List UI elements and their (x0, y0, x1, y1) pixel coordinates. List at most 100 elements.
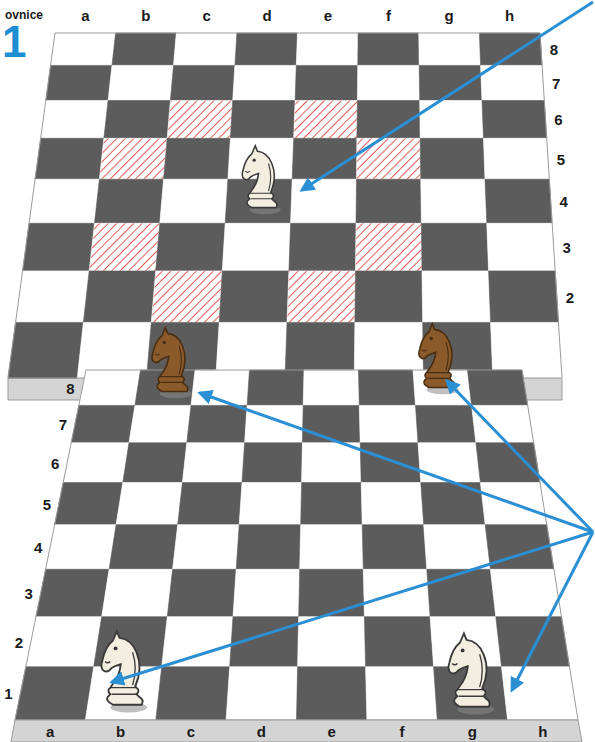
board-square (83, 271, 155, 323)
file-letter: c (187, 724, 195, 739)
board-square (164, 138, 231, 179)
board-square (366, 667, 438, 720)
board-square (487, 223, 555, 271)
rank-number: 1 (4, 686, 12, 701)
board-square (116, 483, 182, 525)
board-square (233, 569, 300, 616)
callout-arrow (112, 532, 593, 682)
rank-number: 6 (554, 112, 562, 127)
board-square (416, 405, 476, 442)
board-square (482, 101, 547, 139)
board-square (226, 667, 298, 720)
board-square (302, 405, 360, 442)
board-square (239, 483, 301, 525)
board-square (46, 65, 112, 100)
board-square (156, 223, 226, 271)
board-square (36, 569, 109, 616)
board-square (89, 223, 160, 271)
board-square (129, 405, 191, 442)
board-square (419, 33, 481, 65)
knight-piece (242, 146, 280, 214)
board-square (99, 138, 167, 179)
board-square (476, 443, 540, 483)
board-square (235, 33, 298, 65)
board-square (421, 223, 488, 271)
callout-arrow (447, 381, 593, 532)
callout-arrow (200, 393, 593, 532)
board-square (182, 443, 244, 483)
board-square (167, 101, 233, 139)
board-square (230, 101, 295, 139)
rank-number: 5 (557, 151, 565, 166)
rank-number: 5 (43, 496, 51, 511)
board-square (481, 65, 545, 100)
file-letter: a (81, 8, 89, 23)
board-square (162, 617, 233, 667)
board-square (219, 271, 289, 323)
board-square (108, 65, 173, 100)
board-square (29, 179, 99, 223)
file-letter: f (400, 724, 405, 739)
board-square (489, 271, 559, 323)
board-square (167, 569, 236, 616)
figure-number: 1 (2, 20, 26, 64)
board-square (178, 483, 242, 525)
board-square (298, 617, 366, 667)
knight-piece (448, 633, 494, 714)
rank-number: 8 (550, 42, 558, 57)
board-square (424, 525, 491, 570)
board-square (8, 322, 83, 378)
file-letter: f (386, 8, 391, 23)
board-square (151, 271, 222, 323)
board-square (156, 667, 230, 720)
file-letter: b (116, 724, 125, 739)
board-square (357, 138, 421, 179)
board-square (291, 179, 357, 223)
rank-number: 2 (566, 289, 574, 304)
board-square (187, 405, 247, 442)
board-square (109, 525, 178, 570)
board-square (302, 443, 362, 483)
board-square (479, 33, 542, 65)
board-square (422, 271, 491, 323)
board-square (123, 443, 187, 483)
file-letter: g (468, 724, 477, 739)
board-square (51, 33, 116, 65)
board-square (357, 65, 419, 100)
board-square (356, 179, 421, 223)
rank-number: 4 (34, 540, 42, 555)
rank-number: 6 (51, 455, 59, 470)
board-square (362, 525, 427, 570)
board-square (247, 370, 304, 405)
board-square (23, 223, 95, 271)
knight-piece (152, 328, 192, 399)
board-square (55, 483, 123, 525)
board-square (364, 617, 433, 667)
board-square (356, 223, 423, 271)
file-letter: e (324, 8, 332, 23)
board-square (297, 667, 367, 720)
rank-number: 8 (66, 380, 74, 395)
file-letter: d (257, 724, 266, 739)
rank-number: 7 (59, 417, 67, 432)
rank-number: 2 (15, 634, 23, 649)
board-square (485, 179, 552, 223)
board-square (71, 405, 135, 442)
board-square (355, 271, 423, 323)
board-square (35, 138, 104, 179)
board-square (112, 33, 176, 65)
board-square (170, 65, 235, 100)
board-square (294, 101, 358, 139)
board-square (41, 101, 108, 139)
board-square (222, 223, 290, 271)
board-square (46, 525, 117, 570)
callout-arrow (512, 532, 593, 690)
upper-board (8, 33, 562, 378)
board-square (301, 483, 363, 525)
callout-arrow (302, 2, 593, 190)
rank-number: 4 (560, 194, 568, 209)
board-square (95, 179, 164, 223)
rank-number: 3 (25, 586, 33, 601)
